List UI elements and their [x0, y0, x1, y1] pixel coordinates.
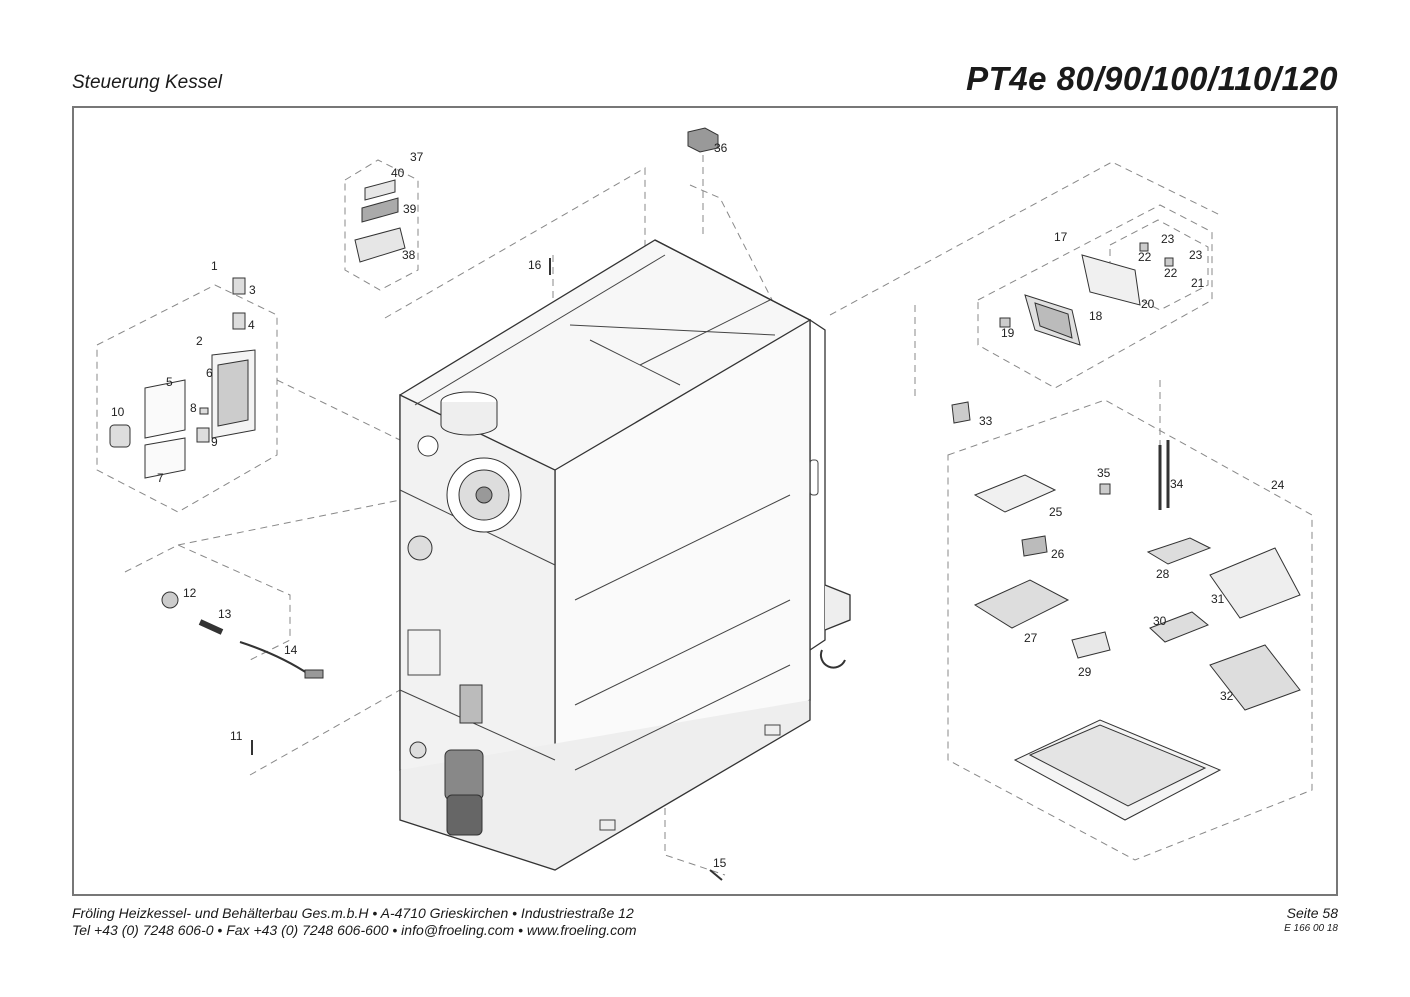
part-label-12: 12: [183, 586, 197, 600]
part-label-8: 8: [190, 401, 197, 415]
part-3: [232, 277, 246, 295]
page-subtitle: Steuerung Kessel: [72, 72, 222, 93]
part-label-11: 11: [230, 729, 243, 743]
part-label-10: 10: [111, 405, 125, 419]
footer-company-line: Fröling Heizkessel- und Behälterbau Ges.…: [72, 905, 634, 921]
part-label-27: 27: [1024, 631, 1038, 645]
group-24-outline: [947, 399, 1313, 861]
group-11-leader: [249, 689, 401, 776]
part-label-18: 18: [1089, 309, 1103, 323]
group-1-outline: [96, 284, 278, 513]
model-title: PT4e 80/90/100/110/120: [966, 60, 1338, 97]
footer-page-info: Seite 58 E 166 00 18: [1284, 905, 1338, 936]
part-label-30: 30: [1153, 614, 1167, 628]
part-label-21: 21: [1191, 276, 1205, 290]
part-label-37: 37: [410, 150, 424, 164]
part-number-labels: 1 2 3 4 5 6 7 8 9 10 11 12 13 14 15 16 1…: [111, 141, 1285, 870]
part-label-38: 38: [402, 248, 416, 262]
footer-contact-line: Tel +43 (0) 7248 606-0 • Fax +43 (0) 724…: [72, 922, 637, 938]
part-5: [144, 379, 186, 439]
part-label-1: 1: [211, 259, 218, 273]
part-label-31: 31: [1211, 592, 1225, 606]
part-label-28: 28: [1156, 567, 1170, 581]
part-36-route: [689, 184, 791, 336]
part-label-20: 20: [1141, 297, 1155, 311]
part-label-15: 15: [713, 856, 727, 870]
part-38: [354, 227, 406, 263]
part-25: [973, 474, 1057, 513]
part-label-26: 26: [1051, 547, 1065, 561]
part-10: [109, 424, 131, 448]
part-29: [1071, 631, 1111, 659]
part-28: [1146, 537, 1212, 565]
part-13: [198, 619, 224, 635]
group-1-leader: [276, 379, 401, 441]
part-label-2: 2: [196, 334, 203, 348]
part-label-22a: 22: [1138, 250, 1152, 264]
motor: [444, 749, 484, 801]
part-12: [161, 591, 179, 609]
part-7: [144, 437, 186, 479]
page-number: Seite 58: [1286, 905, 1338, 921]
group-17-outline: [977, 204, 1213, 389]
part-label-25: 25: [1049, 505, 1063, 519]
document-number: E 166 00 18: [1284, 923, 1338, 934]
part-31: [1209, 547, 1301, 619]
part-30: [1149, 611, 1209, 643]
part-label-22b: 22: [1164, 266, 1178, 280]
part-label-9: 9: [211, 435, 218, 449]
part-label-32: 32: [1220, 689, 1234, 703]
part-14: [239, 641, 311, 676]
part-label-23a: 23: [1161, 232, 1175, 246]
part-label-16: 16: [528, 258, 542, 272]
part-label-35: 35: [1097, 466, 1111, 480]
part-4: [232, 312, 246, 330]
group-37-leader: [384, 167, 646, 319]
part-26: [1021, 535, 1048, 557]
part-15: [709, 869, 723, 881]
part-27: [973, 579, 1070, 629]
part-label-36: 36: [714, 141, 728, 155]
group-37-outline: [344, 159, 419, 291]
part-label-6: 6: [206, 366, 213, 380]
part-label-14: 14: [284, 643, 298, 657]
part-9: [196, 427, 210, 443]
part-label-19: 19: [1001, 326, 1015, 340]
part-label-7: 7: [157, 471, 164, 485]
part-label-34: 34: [1170, 477, 1184, 491]
part-8: [199, 407, 209, 415]
part-19: [999, 317, 1011, 328]
part-label-24: 24: [1271, 478, 1285, 492]
part-label-17: 17: [1054, 230, 1068, 244]
part-label-23b: 23: [1189, 248, 1203, 262]
drawing-frame: [72, 106, 1338, 896]
part-label-4: 4: [248, 318, 255, 332]
part-label-33: 33: [979, 414, 993, 428]
part-22b: [1164, 257, 1174, 267]
part-label-29: 29: [1078, 665, 1092, 679]
part-36: [687, 127, 719, 153]
part-39: [361, 197, 399, 223]
part-32: [1209, 644, 1301, 711]
footer-address: Fröling Heizkessel- und Behälterbau Ges.…: [72, 905, 637, 939]
part-33: [951, 401, 971, 424]
part-40: [364, 179, 396, 201]
part-35: [1099, 483, 1111, 495]
part-20: [1081, 254, 1141, 306]
group-12-outline: [124, 544, 291, 661]
part-label-5: 5: [166, 375, 173, 389]
part-22a: [1139, 242, 1149, 252]
group-17-leader: [829, 161, 1221, 316]
part-label-3: 3: [249, 283, 256, 297]
part-label-13: 13: [218, 607, 232, 621]
group-12-leader: [177, 499, 401, 546]
part-label-40: 40: [391, 166, 405, 180]
part-label-39: 39: [403, 202, 417, 216]
